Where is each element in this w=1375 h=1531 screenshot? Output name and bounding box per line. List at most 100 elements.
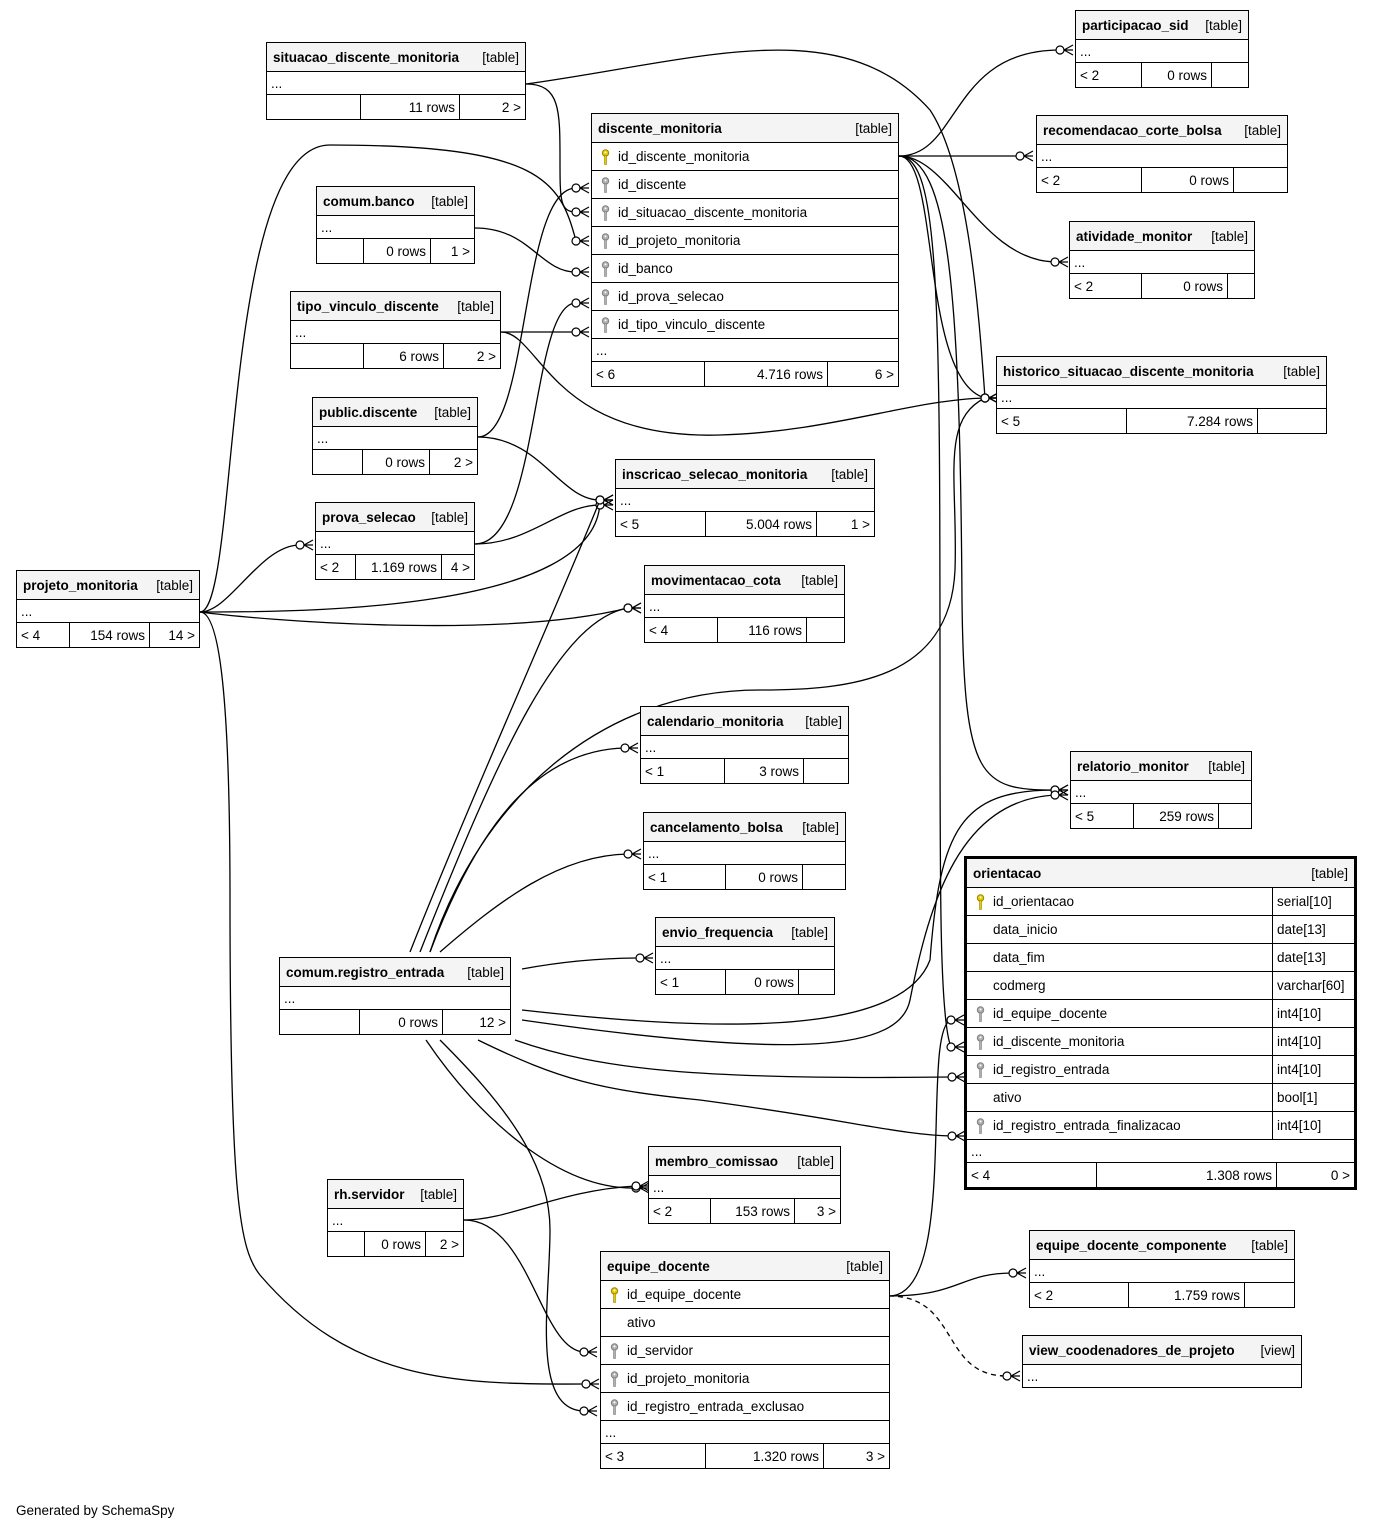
column-name: id_discente_monitoria (993, 1034, 1125, 1049)
crow-foot-marker (579, 206, 590, 218)
table-inscricao[interactable]: inscricao_selecao_monitoria[table]...< 5… (615, 459, 875, 537)
row-count: 0 rows (1142, 168, 1234, 192)
column-row[interactable]: id_banco (592, 255, 898, 283)
column-row[interactable]: ativo (601, 1309, 889, 1337)
table-situacao[interactable]: situacao_discente_monitoria[table]...11 … (266, 42, 526, 120)
table-header: public.discente[table] (313, 398, 477, 427)
table-discente-monitoria[interactable]: discente_monitoria[table]id_discente_mon… (591, 113, 899, 387)
column-row[interactable]: id_situacao_discente_monitoria (592, 199, 898, 227)
crow-foot-marker (603, 494, 614, 506)
parents-count (291, 344, 364, 368)
more-columns-ellipsis: ... (616, 489, 874, 512)
children-count: 12 > (479, 1014, 506, 1030)
children-count (807, 618, 844, 642)
column-name: id_equipe_docente (627, 1287, 742, 1302)
column-row[interactable]: id_equipe_docente (601, 1281, 889, 1309)
optional-end-marker (631, 1181, 641, 1191)
column-row[interactable]: id_prova_selecao (592, 283, 898, 311)
column-type: date[13] (1272, 916, 1354, 943)
table-view-coodenadores[interactable]: view_coodenadores_de_projeto[view]... (1022, 1335, 1302, 1388)
table-header: tipo_vinculo_discente[table] (291, 292, 500, 321)
parents-count: < 2 (1030, 1283, 1129, 1307)
more-columns-ellipsis: ... (645, 595, 844, 618)
crow-foot-marker (589, 1378, 600, 1390)
column-type: serial[10] (1272, 888, 1354, 915)
optional-end-marker (1050, 257, 1060, 267)
column-row[interactable]: id_servidor (601, 1337, 889, 1365)
more-columns-ellipsis: ... (280, 987, 510, 1010)
column-name: data_fim (993, 950, 1045, 965)
children-count: 4 > (450, 559, 470, 575)
column-row[interactable]: id_projeto_monitoria (592, 227, 898, 255)
primary-key-icon (973, 893, 987, 910)
column-type: int4[10] (1272, 1000, 1354, 1027)
row-count: 0 rows (363, 450, 430, 474)
children-count (1228, 274, 1254, 298)
optional-end-marker (579, 1347, 589, 1357)
children-count: 1 > (450, 243, 470, 259)
table-kind: [table] (467, 964, 504, 980)
table-name: equipe_docente (607, 1258, 710, 1274)
row-count: 0 rows (726, 970, 799, 994)
table-name: prova_selecao (322, 509, 416, 525)
column-type: int4[10] (1272, 1056, 1354, 1083)
table-header: situacao_discente_monitoria[table] (267, 43, 525, 72)
optional-end-marker (1002, 1371, 1012, 1381)
column-name: id_banco (618, 261, 673, 276)
optional-end-marker (623, 849, 633, 859)
column-row[interactable]: id_discente_monitoria (592, 143, 898, 171)
relationship-edge (521, 957, 641, 970)
column-row[interactable]: id_registro_entrada_exclusao (601, 1393, 889, 1421)
foreign-key-icon (607, 1398, 621, 1415)
table-name: envio_frequencia (662, 924, 774, 940)
column-row[interactable]: id_discente (592, 171, 898, 199)
more-columns-ellipsis: ... (656, 947, 834, 970)
parents-count: < 2 (649, 1199, 711, 1223)
table-kind: [table] (1208, 758, 1245, 774)
column-type: date[13] (1272, 944, 1354, 971)
row-count: 11 rows (361, 95, 460, 119)
table-historico[interactable]: historico_situacao_discente_monitoria[ta… (996, 356, 1327, 434)
table-name: relatorio_monitor (1077, 758, 1189, 774)
generated-by-label: Generated by SchemaSpy (16, 1503, 175, 1518)
column-row[interactable]: id_tipo_vinculo_discente (592, 311, 898, 339)
parents-count: < 2 (1070, 274, 1142, 298)
column-row[interactable]: data_fim date[13] (967, 944, 1354, 972)
crow-foot-marker (643, 952, 654, 964)
table-name: projeto_monitoria (23, 577, 138, 593)
children-count (1219, 804, 1251, 828)
foreign-key-icon (598, 288, 612, 305)
column-row[interactable]: id_projeto_monitoria (601, 1365, 889, 1393)
